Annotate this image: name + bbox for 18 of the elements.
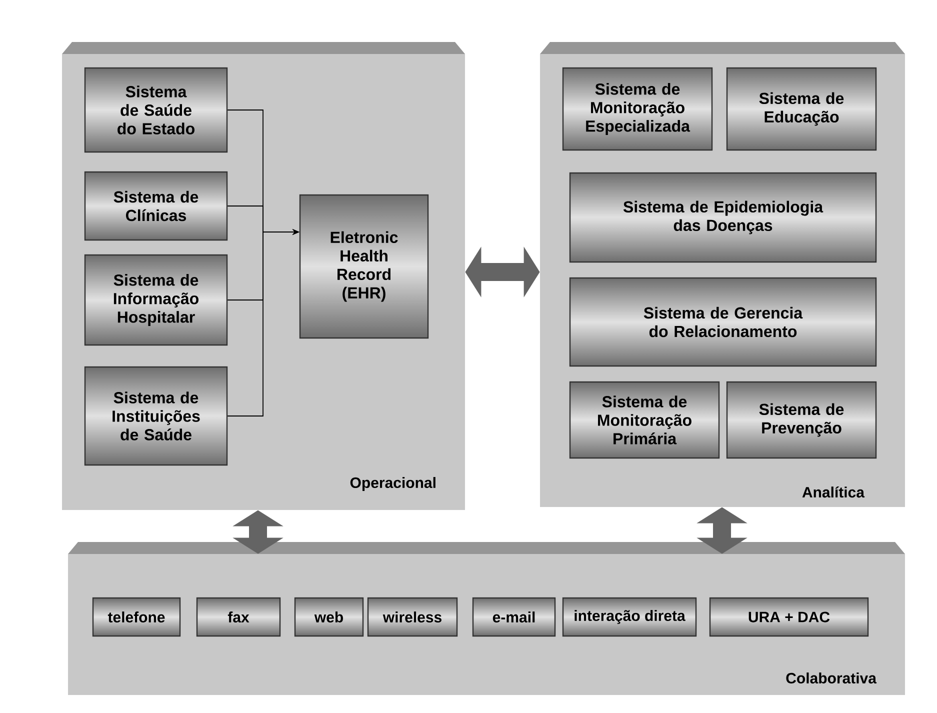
system-box: Sistema de Clínicas <box>84 171 228 241</box>
system-box: Sistema de Epidemiologia das Doenças <box>569 172 877 263</box>
system-box: Eletronic Health Record (EHR) <box>299 194 429 339</box>
channel-box: fax <box>196 597 281 637</box>
system-box: Sistema de Gerencia do Relacionamento <box>569 277 877 367</box>
channel-box: wireless <box>367 597 458 637</box>
channel-box: e-mail <box>472 597 556 637</box>
channel-box: interação direta <box>562 597 697 637</box>
system-box: Sistema de Saúde do Estado <box>84 67 228 153</box>
channel-box: telefone <box>92 597 181 637</box>
system-box: Sistema de Prevenção <box>726 381 877 459</box>
channel-box: web <box>294 597 364 637</box>
system-box: Sistema de Educação <box>726 67 877 151</box>
system-box: Sistema de Monitoração Primária <box>569 381 720 459</box>
system-box: Sistema de Informação Hospitalar <box>84 254 228 346</box>
channel-box: URA + DAC <box>709 597 869 637</box>
system-box: Sistema de Instituições de Saúde <box>84 366 228 466</box>
system-box: Sistema de Monitoração Especializada <box>562 67 713 151</box>
